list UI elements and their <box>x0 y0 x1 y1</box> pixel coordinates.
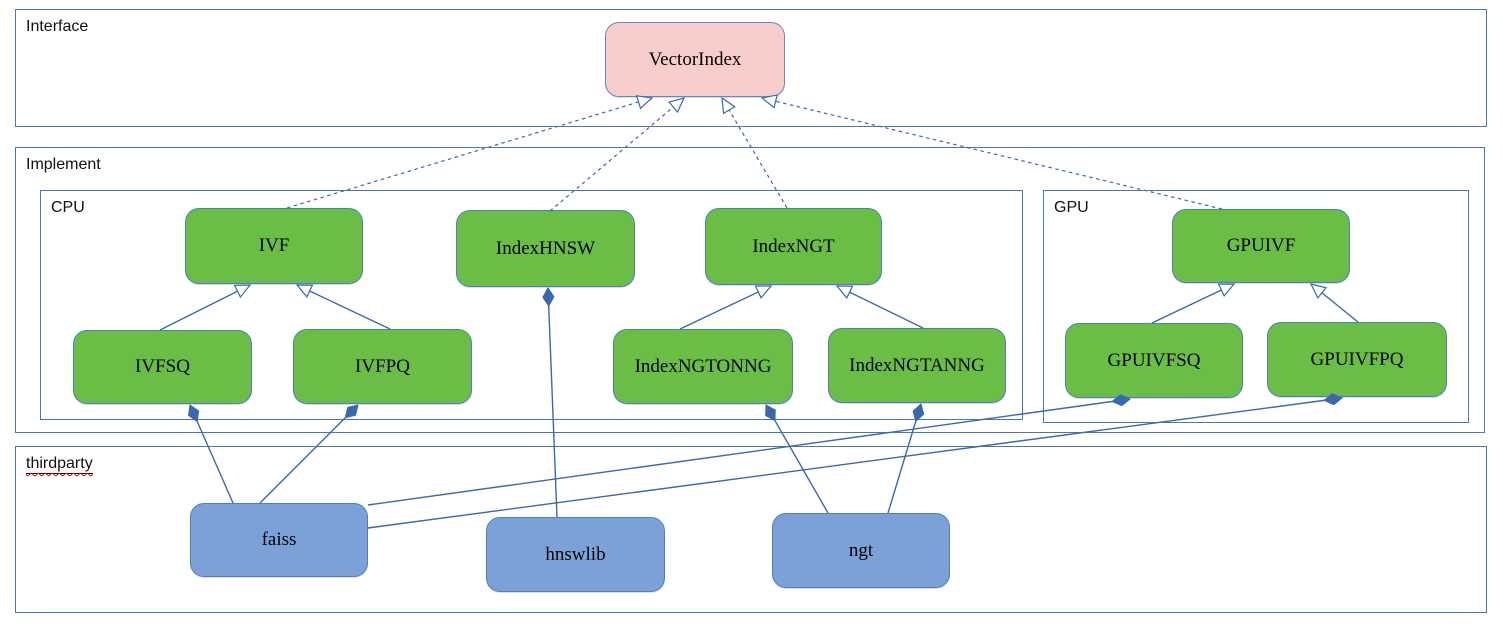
node-indexngtanng[interactable]: IndexNGTANNG <box>828 328 1006 403</box>
node-gpuivfpq[interactable]: GPUIVFPQ <box>1267 322 1447 397</box>
node-gpuivfsq[interactable]: GPUIVFSQ <box>1065 323 1243 398</box>
node-ivfsq[interactable]: IVFSQ <box>73 330 252 404</box>
section-label-interface: Interface <box>26 18 89 35</box>
node-indexhnsw[interactable]: IndexHNSW <box>456 210 635 287</box>
node-ngt[interactable]: ngt <box>772 513 950 588</box>
section-label-gpu: GPU <box>1054 199 1089 216</box>
section-label-thirdparty: thirdparty <box>26 454 93 475</box>
section-label-implement: Implement <box>26 156 101 173</box>
node-indexngt[interactable]: IndexNGT <box>705 208 882 285</box>
node-faiss[interactable]: faiss <box>190 503 368 577</box>
node-ivfpq[interactable]: IVFPQ <box>293 329 472 404</box>
node-ivf[interactable]: IVF <box>185 208 363 284</box>
node-indexngtonng[interactable]: IndexNGTONNG <box>613 329 793 404</box>
node-vectorindex[interactable]: VectorIndex <box>605 22 785 97</box>
node-hnswlib[interactable]: hnswlib <box>486 517 665 592</box>
section-label-cpu: CPU <box>51 199 85 216</box>
node-gpuivf[interactable]: GPUIVF <box>1172 209 1350 283</box>
